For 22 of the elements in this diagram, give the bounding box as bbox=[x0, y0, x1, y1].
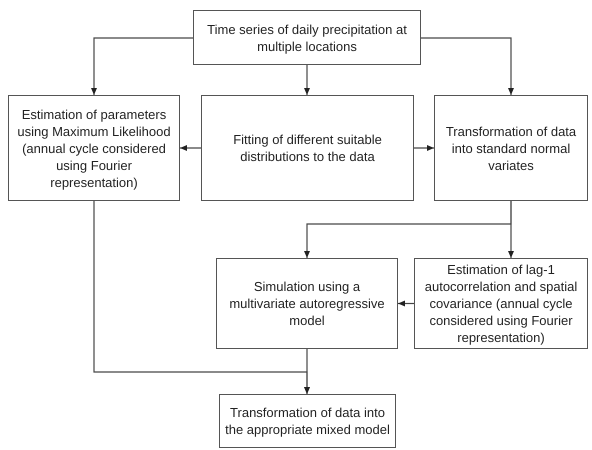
process-box bbox=[8, 95, 180, 201]
box-text: Fitting of different suitable distributions to the data bbox=[232, 131, 383, 165]
arrow bbox=[414, 145, 434, 151]
box-text: Estimation of lag-1 autocorrelation and spatial covariance (annual cycle considered using Fourier representation) bbox=[424, 261, 578, 346]
box-text: Transformation of data into standard normal variates bbox=[444, 122, 578, 174]
arrow bbox=[180, 145, 201, 151]
arrow bbox=[304, 349, 310, 394]
arrow bbox=[398, 300, 414, 306]
process-box bbox=[216, 258, 398, 349]
process-box bbox=[414, 258, 588, 349]
process-box bbox=[193, 10, 421, 65]
box-text: Simulation using a multivariate autoregressive model bbox=[228, 278, 386, 329]
process-box bbox=[434, 95, 588, 201]
arrow bbox=[421, 37, 514, 95]
process-box bbox=[201, 95, 414, 201]
arrow bbox=[91, 37, 193, 95]
box-text: Transformation of data into the appropriate mixed model bbox=[224, 404, 391, 438]
process-box bbox=[219, 394, 396, 448]
box-text: Time series of daily precipitation at multiple locations bbox=[206, 20, 408, 54]
box-text: Estimation of parameters using Maximum Likelihood (annual cycle considered using Fourier representation) bbox=[16, 106, 172, 190]
arrow bbox=[508, 201, 514, 258]
arrow bbox=[304, 65, 310, 95]
